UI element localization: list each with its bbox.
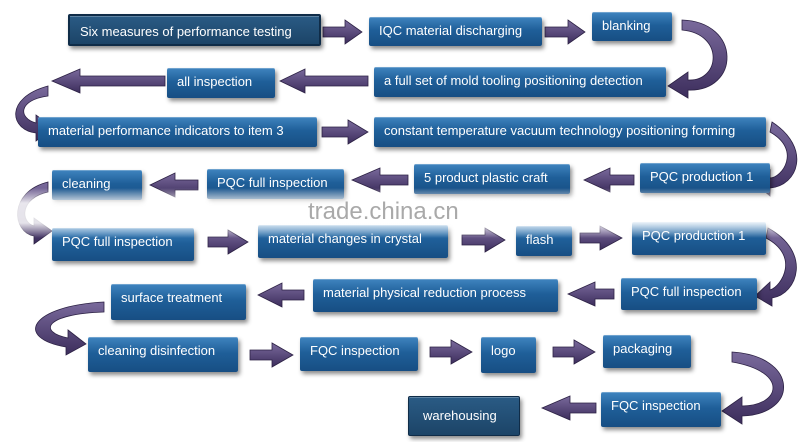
step-logo: logo <box>481 337 536 373</box>
arrow-right <box>461 227 506 253</box>
arrow-right <box>249 342 294 368</box>
arrow-left <box>567 281 615 307</box>
arrow-left <box>350 167 409 193</box>
step-pqc-production: PQC production 1 <box>640 163 770 193</box>
arrow-uturn <box>17 181 53 245</box>
step-fqc-inspection: FQC inspection <box>601 392 721 427</box>
step-iqc-discharging: IQC material discharging <box>369 17 542 46</box>
arrow-right <box>321 119 369 145</box>
arrow-right <box>429 339 473 365</box>
step-material-crystal: material changes in crystal <box>258 225 448 258</box>
arrow-right <box>544 19 586 45</box>
arrow-right <box>207 229 249 255</box>
step-physical-reduction: material physical reduction process <box>313 279 558 312</box>
step-pqc-full-inspection: PQC full inspection <box>52 228 194 261</box>
step-packaging: packaging <box>603 335 691 368</box>
arrow-left <box>149 172 199 198</box>
arrow-uturn <box>35 301 105 356</box>
step-pqc-full-inspection: PQC full inspection <box>621 278 757 310</box>
step-vacuum-forming: constant temperature vacuum technology p… <box>374 117 766 147</box>
arrow-left <box>279 68 369 94</box>
step-surface-treatment: surface treatment <box>111 284 246 320</box>
step-material-indicators: material performance indicators to item … <box>38 117 317 147</box>
step-all-inspection: all inspection <box>167 68 275 98</box>
step-fqc-inspection: FQC inspection <box>300 337 418 371</box>
step-cleaning: cleaning <box>52 170 142 200</box>
step-plastic-craft: 5 product plastic craft <box>414 164 570 194</box>
arrow-uturn <box>754 227 797 307</box>
arrow-left <box>257 282 305 308</box>
step-flash: flash <box>516 226 572 256</box>
step-blanking: blanking <box>592 12 672 41</box>
arrow-left <box>583 167 635 193</box>
arrow-uturn <box>721 351 784 425</box>
arrow-left <box>540 395 597 421</box>
step-pqc-production: PQC production 1 <box>632 222 766 255</box>
step-warehousing: warehousing <box>408 396 520 436</box>
step-mold-tooling-detection: a full set of mold tooling positioning d… <box>374 67 666 97</box>
arrow-right <box>322 19 363 45</box>
arrow-uturn <box>667 19 728 99</box>
step-performance-testing: Six measures of performance testing <box>68 14 321 46</box>
step-cleaning-disinfection: cleaning disinfection <box>88 337 238 372</box>
arrow-right <box>579 225 623 251</box>
step-pqc-full-inspection: PQC full inspection <box>207 169 344 199</box>
arrow-left <box>50 68 166 94</box>
arrow-right <box>552 339 596 365</box>
